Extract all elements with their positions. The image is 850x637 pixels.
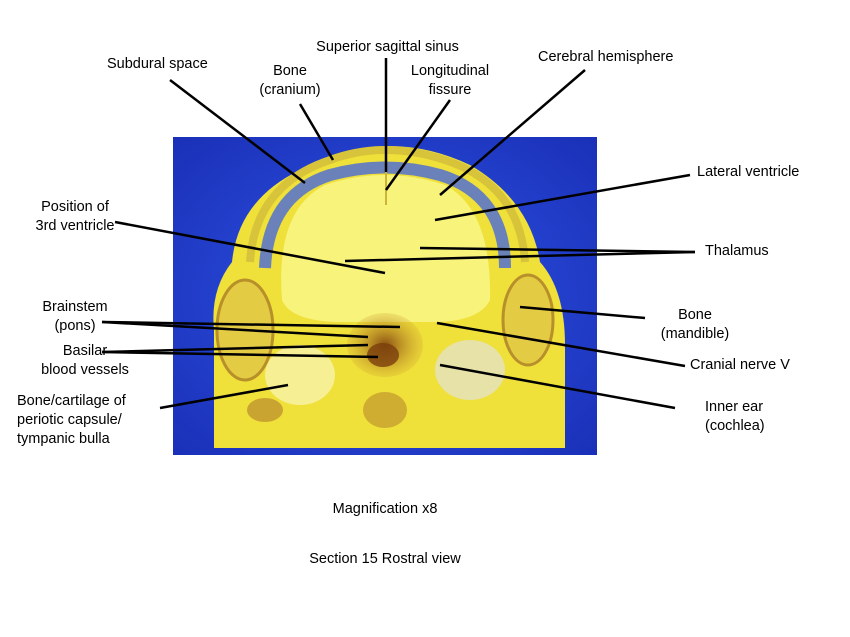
leader-3rd-ventricle	[114, 220, 386, 275]
label-basilar-vessels-line2: blood vessels	[41, 362, 129, 378]
label-inner-ear: Inner ear (cochlea)	[705, 398, 765, 436]
leader-bone-cranium	[298, 103, 335, 161]
caption-magnification: Magnification x8	[332, 501, 438, 517]
label-bone-cranium-line1: Bone	[273, 63, 307, 79]
label-periotic-capsule: Bone/cartilage of periotic capsule/ tymp…	[17, 392, 126, 449]
leader-basilar-2	[101, 350, 379, 359]
label-longitudinal-fissure-line1: Longitudinal	[410, 63, 490, 79]
label-brainstem: Brainstem (pons)	[25, 298, 125, 336]
label-longitudinal-fissure-line2: fissure	[428, 82, 472, 98]
cerebrum	[281, 175, 491, 322]
label-brainstem-line1: Brainstem	[42, 299, 108, 315]
label-periotic-line3: tympanic bulla	[17, 431, 110, 447]
label-subdural-space: Subdural space	[107, 55, 208, 74]
label-thalamus: Thalamus	[705, 242, 769, 261]
label-superior-sagittal-sinus-text: Superior sagittal sinus	[316, 39, 459, 55]
label-longitudinal-fissure: Longitudinal fissure	[400, 62, 500, 100]
caption-section: Section 15 Rostral view	[309, 551, 461, 567]
label-inner-ear-line2: (cochlea)	[705, 418, 765, 434]
label-superior-sagittal-sinus: Superior sagittal sinus	[300, 38, 475, 57]
label-lateral-ventricle-text: Lateral ventricle	[697, 164, 800, 180]
label-brainstem-line2: (pons)	[54, 318, 96, 334]
label-basilar-vessels: Basilar blood vessels	[20, 342, 150, 380]
leader-inner-ear	[439, 363, 676, 410]
label-periotic-line2: periotic capsule/	[17, 412, 122, 428]
leader-lines	[101, 58, 696, 410]
leader-brainstem-1	[101, 320, 401, 329]
label-bone-mandible: Bone (mandible)	[640, 306, 750, 344]
leader-brainstem-2	[101, 320, 369, 339]
leader-periotic	[159, 383, 289, 410]
label-third-ventricle-line1: Position of	[41, 199, 109, 215]
label-thalamus-text: Thalamus	[705, 243, 769, 259]
leader-thalamus-2	[344, 250, 696, 263]
leader-basilar-1	[101, 343, 369, 354]
label-cerebral-hemisphere-text: Cerebral hemisphere	[538, 49, 674, 65]
label-bone-cranium: Bone (cranium)	[245, 62, 335, 100]
leader-thalamus-1	[419, 246, 696, 254]
label-bone-cranium-line2: (cranium)	[259, 82, 321, 98]
leader-cranial-nerve	[436, 321, 686, 368]
leader-subdural	[169, 79, 306, 184]
label-inner-ear-line1: Inner ear	[705, 399, 764, 415]
label-third-ventricle: Position of 3rd ventricle	[20, 198, 130, 236]
leader-longitudinal	[384, 99, 452, 191]
bottom-left-brown	[247, 398, 283, 422]
label-cranial-nerve-v-text: Cranial nerve V	[690, 357, 790, 373]
label-periotic-line1: Bone/cartilage of	[17, 393, 126, 409]
right-jaw-region	[501, 273, 555, 367]
label-lateral-ventricle: Lateral ventricle	[697, 163, 799, 182]
label-third-ventricle-line2: 3rd ventricle	[35, 218, 115, 234]
bottom-center-brown	[363, 392, 407, 428]
basilar-vessels-region	[367, 343, 399, 367]
leader-lateral-ventricle	[434, 173, 691, 222]
label-bone-mandible-line2: (mandible)	[660, 326, 730, 342]
label-cranial-nerve-v: Cranial nerve V	[690, 356, 790, 375]
label-subdural-space-text: Subdural space	[107, 56, 208, 72]
label-basilar-vessels-line1: Basilar	[62, 343, 108, 359]
label-cerebral-hemisphere: Cerebral hemisphere	[538, 48, 673, 67]
leader-cerebral	[439, 69, 586, 196]
left-bulla	[265, 345, 335, 405]
label-bone-mandible-line1: Bone	[678, 307, 712, 323]
leader-mandible	[519, 305, 646, 320]
